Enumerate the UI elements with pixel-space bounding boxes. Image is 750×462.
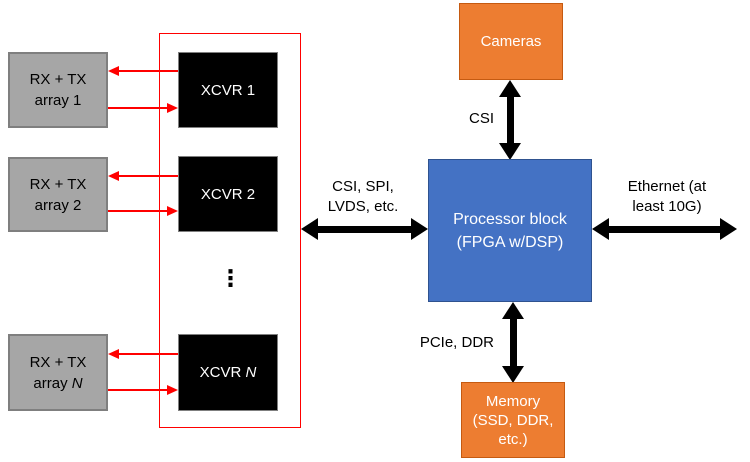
xcvr-1-box: XCVR 1 [178, 52, 278, 128]
rx-tx-array-1-label-line2: array 1 [34, 92, 82, 109]
processor-block-box: Processor block (FPGA w/DSP) [428, 159, 592, 302]
processor-label-line2: (FPGA w/DSP) [456, 233, 564, 251]
red-arrow-arrayn-to-xcvrn-icon [108, 385, 178, 395]
processor-label-line1: Processor block [453, 210, 567, 228]
cameras-box: Cameras [459, 3, 563, 80]
pcie-ddr-label: PCIe, DDR [419, 334, 494, 351]
memory-box: Memory (SSD, DDR, etc.) [461, 382, 565, 458]
xcvr-n-box: XCVR N [178, 334, 278, 411]
red-arrow-xcvr2-to-array2-icon [108, 171, 178, 181]
xcvr-2-label: XCVR 2 [200, 185, 256, 203]
xcvr-n-label: XCVR N [199, 364, 257, 381]
red-arrow-xcvr1-to-array1-icon [108, 66, 178, 76]
rx-tx-array-n-label-line1: RX + TX [29, 353, 87, 371]
rx-tx-array-1-box: RX + TX array 1 [8, 52, 108, 128]
memory-label-line1: Memory [485, 392, 541, 410]
rx-tx-array-2-label-line2: array 2 [34, 196, 82, 214]
xcvr-group-outline [159, 33, 301, 428]
memory-label-line3: etc.) [498, 430, 528, 448]
csi-label: CSI [468, 110, 494, 127]
ethernet-label: Ethernet (at least 10G) [627, 178, 707, 215]
double-arrow-cameras-processor-icon [499, 80, 521, 160]
red-arrow-array2-to-xcvr2-icon [108, 206, 178, 216]
xcvr-bus-label: CSI, SPI, LVDS, etc. [327, 178, 399, 215]
xcvr-1-label: XCVR 1 [200, 81, 256, 99]
rx-tx-array-1-label-line1: RX + TX [29, 71, 87, 88]
xcvr-2-box: XCVR 2 [178, 156, 278, 232]
ellipsis-more-xcvrs: ⋮ [219, 266, 242, 292]
rx-tx-array-2-label-line1: RX + TX [29, 175, 87, 193]
double-arrow-xcvr-processor-icon [301, 218, 428, 240]
rx-tx-array-n-box: RX + TX array N [8, 334, 108, 411]
double-arrow-processor-ethernet-icon [592, 218, 737, 240]
rx-tx-array-n-label-line2: array N [33, 374, 83, 392]
rx-tx-array-2-box: RX + TX array 2 [8, 157, 108, 232]
memory-label-line2: (SSD, DDR, [472, 411, 554, 429]
cameras-label: Cameras [480, 33, 542, 50]
red-arrow-array1-to-xcvr1-icon [108, 103, 178, 113]
red-arrow-xcvrn-to-arrayn-icon [108, 349, 178, 359]
double-arrow-processor-memory-icon [502, 302, 524, 383]
